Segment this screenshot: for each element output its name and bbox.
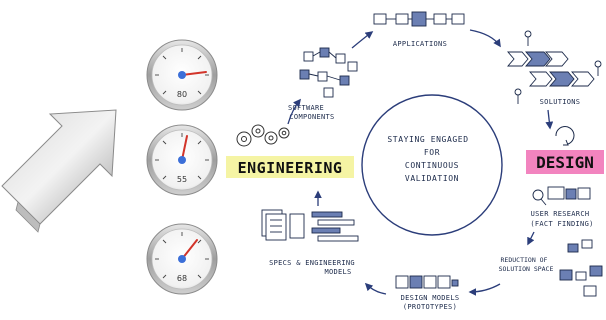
- design-models-sketch: [395, 275, 459, 289]
- software-components-sketch: [299, 47, 358, 98]
- svg-text:(FACT FINDING): (FACT FINDING): [530, 220, 593, 228]
- svg-text:USER RESEARCH: USER RESEARCH: [531, 210, 590, 218]
- gauge-needle: [181, 239, 198, 260]
- gauge-hub: [178, 156, 186, 164]
- applications-sketch: [373, 11, 465, 27]
- design-label: DESIGN: [526, 150, 604, 174]
- gauge-hub: [178, 71, 186, 79]
- gauge-ticks: [155, 133, 209, 180]
- cycle-arrows: [287, 29, 554, 296]
- gauge-value: 80: [177, 90, 187, 99]
- gauge-value: 55: [177, 175, 187, 184]
- center-line-1: STAYING ENGAGED: [387, 135, 468, 144]
- solutions-label: SOLUTIONS: [540, 98, 581, 106]
- arrow-reduction-to-design-models: [468, 283, 501, 296]
- center-line-2: FOR: [424, 148, 440, 157]
- svg-text:(PROTOTYPES): (PROTOTYPES): [403, 303, 457, 311]
- arrow-solutions-to-design: [545, 109, 554, 130]
- center-caption: STAYING ENGAGED FOR CONTINUOUS VALIDATIO…: [387, 135, 468, 183]
- engineering-highlight: [226, 156, 354, 178]
- svg-text:COMPONENTS: COMPONENTS: [289, 113, 334, 121]
- gears-icon: [236, 124, 290, 147]
- svg-text:SPECS & ENGINEERING: SPECS & ENGINEERING: [269, 259, 355, 267]
- svg-text:ENGINEERING: ENGINEERING: [238, 159, 343, 177]
- svg-text:MODELS: MODELS: [324, 268, 351, 276]
- reduction-sketch: [559, 239, 603, 297]
- reduction-label: REDUCTION OF SOLUTION SPACE: [499, 256, 554, 273]
- user-research-label: USER RESEARCH (FACT FINDING): [530, 210, 593, 228]
- arrow-user-research-to-reduction: [527, 231, 535, 246]
- gauge-ticks: [155, 232, 209, 279]
- center-line-4: VALIDATION: [405, 174, 459, 183]
- arrow-engineering-to-components: [287, 98, 301, 125]
- svg-text:SOFTWARE: SOFTWARE: [288, 104, 324, 112]
- gauge-hub: [178, 255, 186, 263]
- arrow-components-to-applications: [351, 31, 374, 49]
- specs-sketch: [261, 209, 359, 242]
- cycle-circle: [361, 94, 503, 236]
- svg-text:DESIGN MODELS: DESIGN MODELS: [401, 294, 460, 302]
- svg-text:DESIGN: DESIGN: [536, 153, 594, 172]
- gauge-1: 80: [146, 39, 218, 111]
- gauge-ticks: [155, 48, 209, 95]
- solutions-sketch: [507, 51, 595, 87]
- gauge-needle: [181, 71, 207, 76]
- svg-text:REDUCTION OF: REDUCTION OF: [501, 256, 548, 264]
- engineering-label: ENGINEERING: [226, 156, 354, 178]
- center-line-3: CONTINUOUS: [405, 161, 459, 170]
- specs-label: SPECS & ENGINEERING MODELS: [269, 259, 355, 276]
- person-icon: [514, 30, 602, 104]
- arrow-applications-to-solutions: [469, 29, 501, 48]
- svg-text:SOLUTION SPACE: SOLUTION SPACE: [499, 265, 554, 273]
- applications-label: APPLICATIONS: [393, 40, 447, 48]
- gauge-value: 68: [177, 274, 187, 283]
- gauge-3: 68: [146, 223, 218, 295]
- design-highlight: [526, 150, 604, 174]
- design-models-label: DESIGN MODELS (PROTOTYPES): [401, 294, 460, 311]
- software-components-label: SOFTWARE COMPONENTS: [288, 104, 334, 121]
- arrow-design-models-to-specs: [364, 282, 387, 295]
- gauge-2: 55: [146, 124, 218, 196]
- gauge-needle: [181, 135, 188, 161]
- upward-arrow-icon: [1, 109, 117, 233]
- user-research-sketch: [532, 186, 591, 206]
- refresh-icon: [555, 126, 575, 146]
